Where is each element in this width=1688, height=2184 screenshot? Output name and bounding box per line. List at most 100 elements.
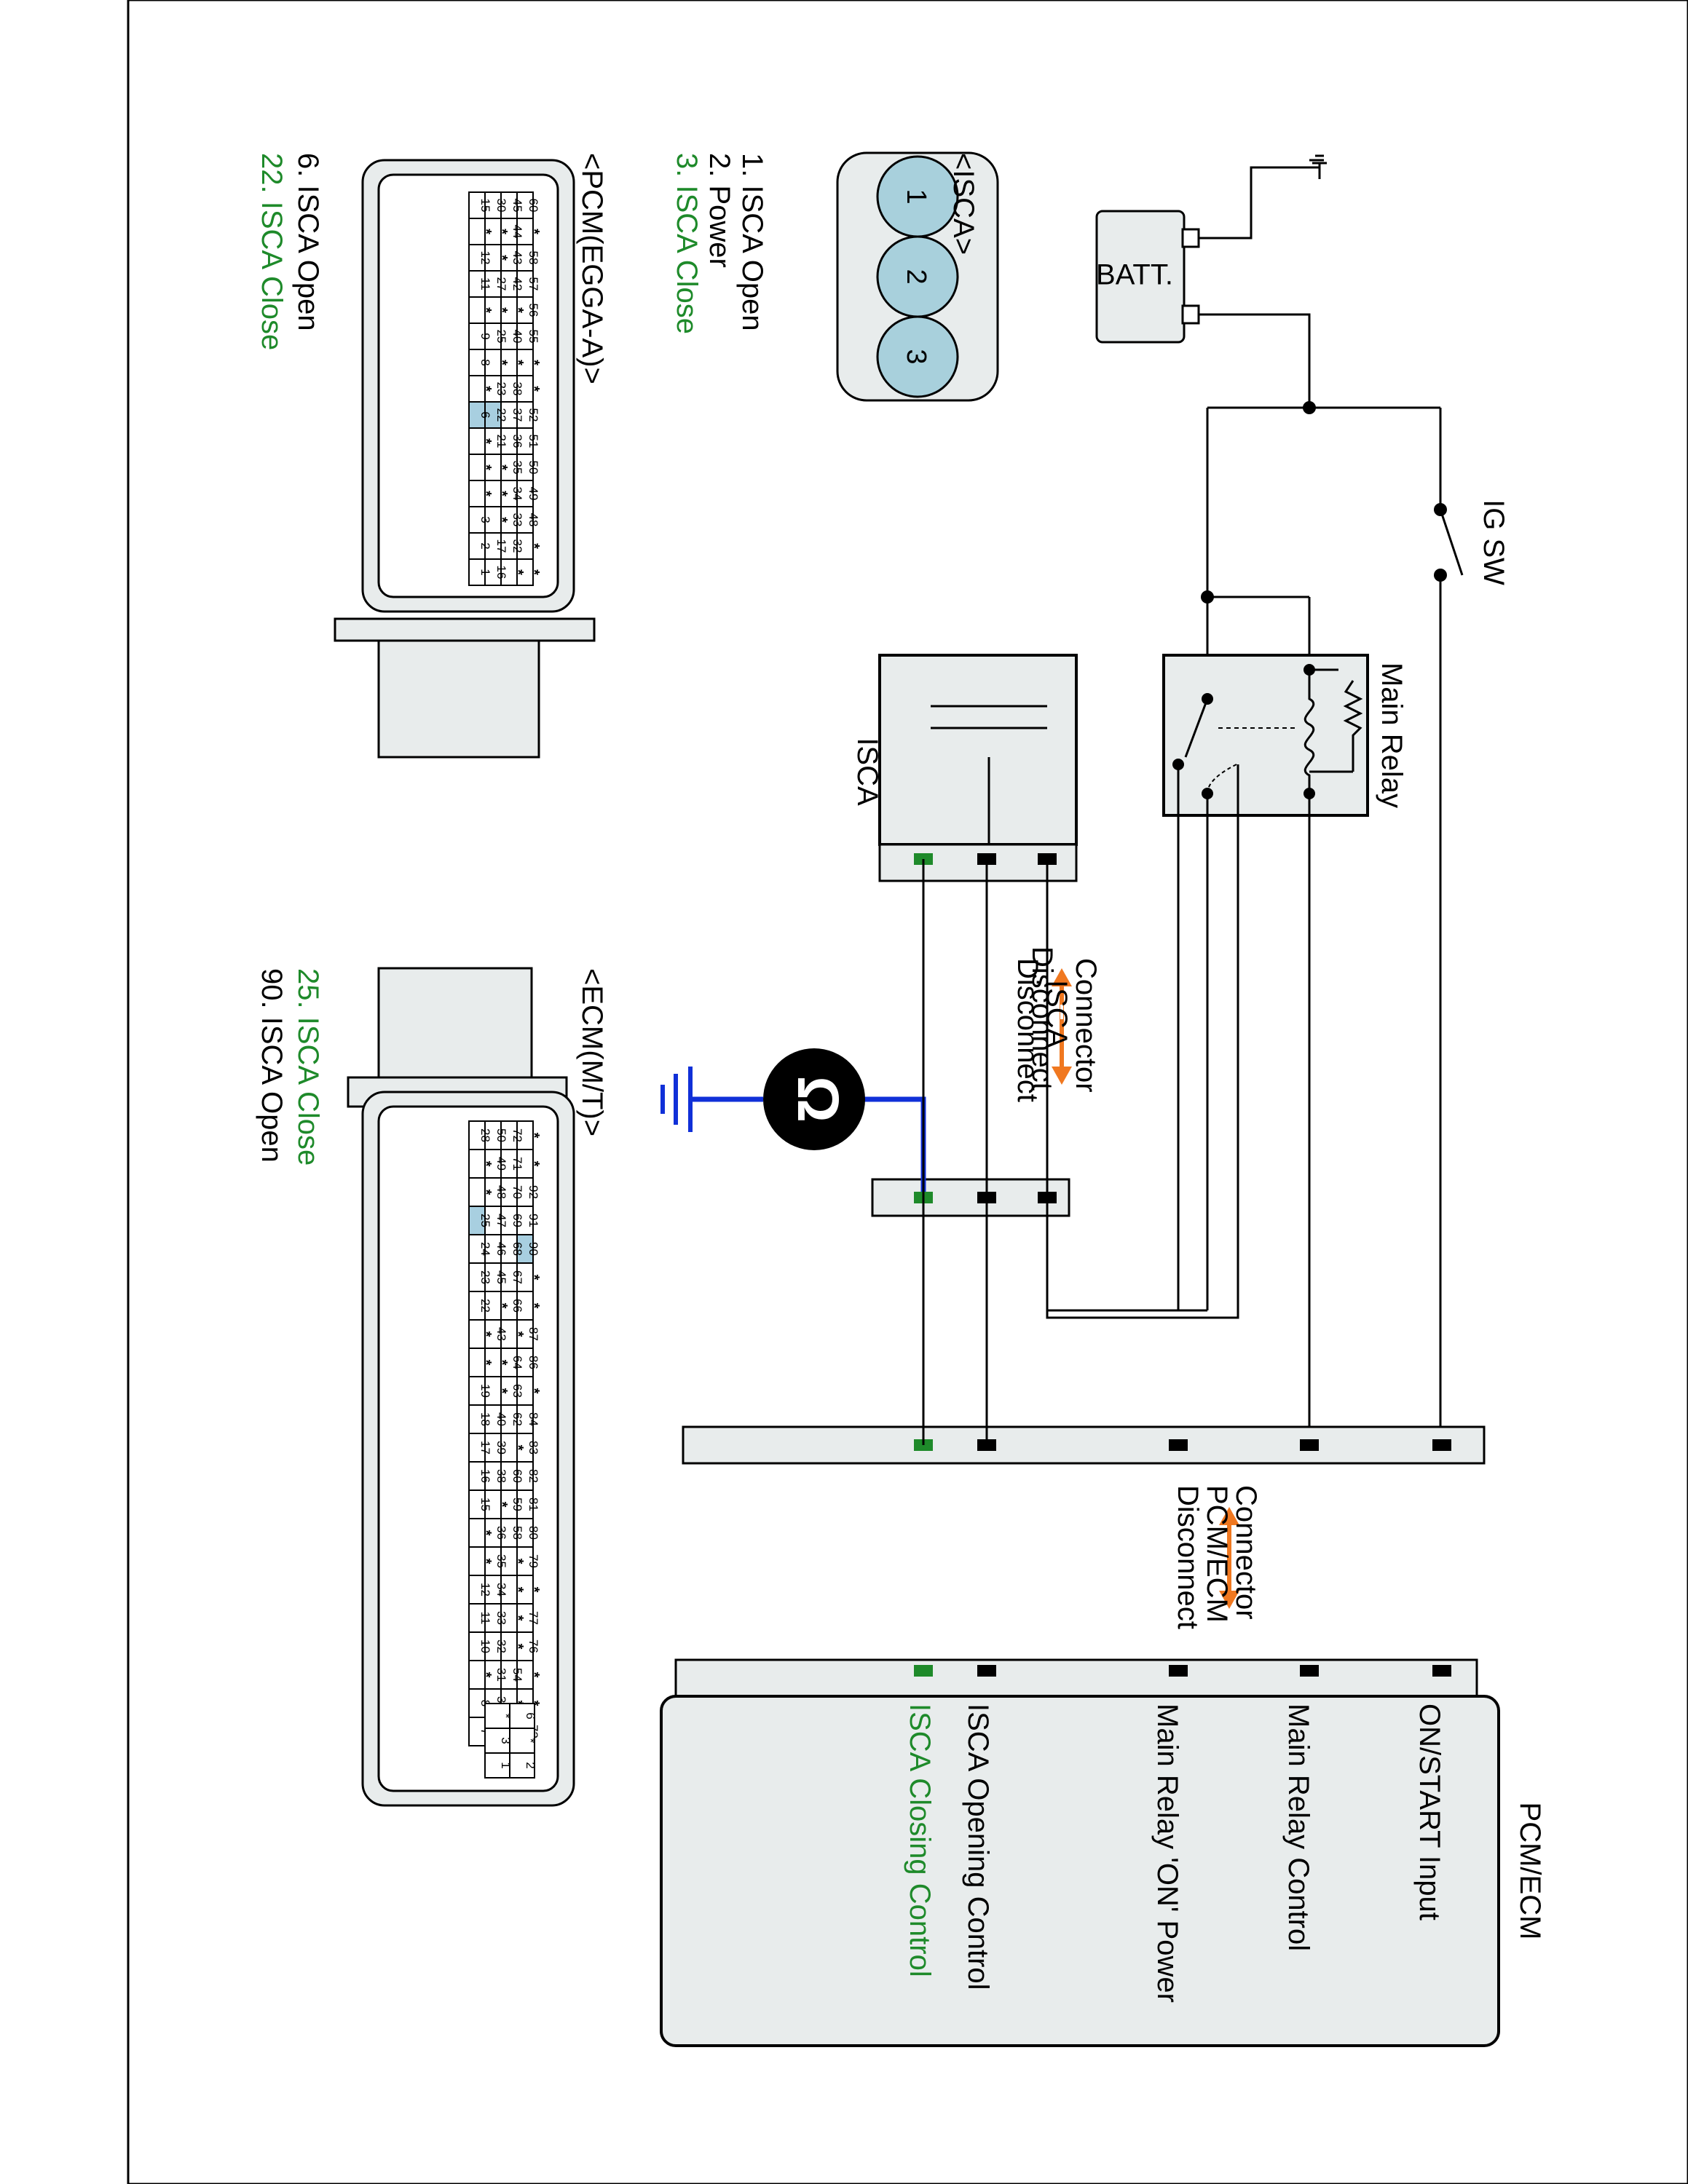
svg-text:*: * [499, 1714, 513, 1719]
isca-connector-face: 1 2 3 [836, 151, 999, 402]
svg-text:*: * [494, 464, 510, 470]
ecm-pin-cell: 31 [484, 1660, 508, 1690]
isca-pin-3-number: 3 [901, 349, 931, 364]
ecm-pin-90-label: 90. ISCA Open [256, 968, 288, 1163]
svg-text:*: * [494, 1502, 510, 1508]
isca-connector-title: <ISCA> [947, 153, 979, 255]
pcm-pin-cell: 11 [468, 270, 492, 298]
svg-text:*: * [526, 1133, 542, 1139]
ecm-pin-cell: 39 [484, 1433, 508, 1463]
ecm-pin-cell: 59 [500, 1489, 524, 1519]
ecm-pin-cell: 10 [468, 1631, 492, 1661]
svg-text:82: 82 [526, 1469, 540, 1483]
pcm-pin-cell: 48 [516, 506, 540, 534]
svg-text:86: 86 [526, 1356, 540, 1369]
pcm-pin-cell: * [468, 454, 494, 481]
svg-text:51: 51 [526, 435, 540, 448]
main-relay-label: Main Relay [1376, 662, 1408, 808]
svg-text:22: 22 [478, 1299, 492, 1313]
ecm-pin-cell: 43 [484, 1319, 508, 1349]
ecm-pin-cell: 32 [484, 1631, 508, 1661]
terminal-pin [1432, 1439, 1451, 1451]
pcm-pin-cell: 35 [500, 454, 524, 481]
svg-text:*: * [494, 517, 510, 523]
svg-text:*: * [526, 543, 542, 549]
terminal-isca-closing-control: ISCA Closing Control [904, 1704, 936, 1977]
svg-text:*: * [494, 1303, 510, 1309]
terminal-pin [1432, 1665, 1451, 1677]
svg-text:*: * [510, 307, 526, 313]
svg-text:*: * [478, 491, 494, 496]
ecm-connector-labels: <ECM(M/T)> 25. ISCA Close 90. ISCA Open [256, 968, 608, 1166]
ecm-pin-cell: 70 [500, 1177, 524, 1207]
isca-disconnect-line1: Disconnect [1026, 946, 1058, 1091]
svg-text:11: 11 [478, 1612, 492, 1625]
pcm-disconnect-word: Disconnect [1172, 1485, 1204, 1629]
terminal-pin [1300, 1665, 1319, 1677]
svg-text:16: 16 [478, 1469, 492, 1483]
svg-text:33: 33 [494, 1611, 508, 1625]
svg-text:76: 76 [526, 1639, 540, 1653]
ecm-pin-cell: 19 [468, 1376, 492, 1406]
svg-text:*: * [526, 569, 542, 575]
svg-text:83: 83 [526, 1441, 540, 1455]
isca-pin-2-number: 2 [901, 269, 931, 284]
svg-text:48: 48 [494, 1185, 508, 1199]
svg-text:*: * [478, 1332, 494, 1337]
ecm-pin-cell: 45 [484, 1262, 508, 1292]
terminal-pin-green [914, 1665, 933, 1677]
ecm-small-pin-cell: 2 [509, 1752, 537, 1779]
svg-text:*: * [510, 1332, 526, 1337]
svg-text:3: 3 [478, 516, 492, 523]
isca-disconnect-word: Disconnect [1011, 958, 1044, 1102]
svg-text:25: 25 [494, 330, 508, 344]
svg-text:11: 11 [478, 277, 492, 290]
svg-text:*: * [478, 1559, 494, 1564]
svg-text:*: * [494, 491, 510, 496]
svg-text:*: * [494, 255, 510, 261]
terminal-main-relay-on-power: Main Relay 'ON' Power [1151, 1704, 1183, 2003]
svg-text:68: 68 [510, 1242, 524, 1256]
svg-text:71: 71 [510, 1157, 524, 1171]
ecm-pin-cell: 63 [500, 1376, 524, 1406]
isca-disconnect-note: Disconnect [1026, 946, 1072, 1091]
isca-connector-labels: <ISCA> 1. ISCA Open 2. Power 3. ISCA Clo… [671, 153, 979, 334]
svg-text:9: 9 [478, 333, 492, 339]
svg-text:35: 35 [510, 461, 524, 475]
ecm-pin-cell: 28 [468, 1120, 492, 1150]
svg-text:25: 25 [478, 1214, 492, 1227]
svg-text:8: 8 [478, 359, 492, 365]
ecm-small-pin-cell: 6 [509, 1703, 537, 1729]
svg-text:43: 43 [510, 251, 524, 265]
ecm-pin-cell: 47 [484, 1206, 508, 1235]
svg-text:80: 80 [526, 1526, 540, 1540]
svg-text:50: 50 [494, 1128, 508, 1142]
svg-text:60: 60 [526, 199, 540, 213]
svg-text:30: 30 [494, 199, 508, 213]
ecm-small-pin-cell: * [509, 1728, 537, 1754]
svg-text:49: 49 [526, 487, 540, 501]
svg-text:45: 45 [494, 1270, 508, 1284]
svg-text:38: 38 [494, 1469, 508, 1483]
terminal-pin [1169, 1665, 1188, 1677]
svg-text:*: * [478, 229, 494, 234]
ecm-pin-cell: 54 [500, 1660, 524, 1690]
terminal-pin [1169, 1439, 1188, 1451]
svg-text:*: * [510, 1587, 526, 1593]
svg-text:32: 32 [494, 1639, 508, 1653]
svg-text:46: 46 [494, 1242, 508, 1256]
svg-text:24: 24 [478, 1242, 492, 1256]
svg-text:38: 38 [510, 382, 524, 396]
svg-text:*: * [510, 360, 526, 365]
svg-text:*: * [526, 1672, 542, 1678]
pcm-egga-connector: 60*58575655**5251504948**45444342*40*383… [334, 159, 596, 759]
svg-text:63: 63 [510, 1384, 524, 1398]
svg-text:18: 18 [478, 1412, 492, 1426]
ecm-small-pin-cell: 1 [484, 1752, 513, 1779]
ecm-pin-cell: 23 [468, 1262, 492, 1292]
svg-text:*: * [478, 1530, 494, 1536]
svg-text:44: 44 [510, 225, 524, 239]
svg-text:40: 40 [494, 1412, 508, 1426]
isca-pin-3-label: 3. ISCA Close [671, 153, 703, 334]
svg-text:72: 72 [510, 1128, 524, 1142]
